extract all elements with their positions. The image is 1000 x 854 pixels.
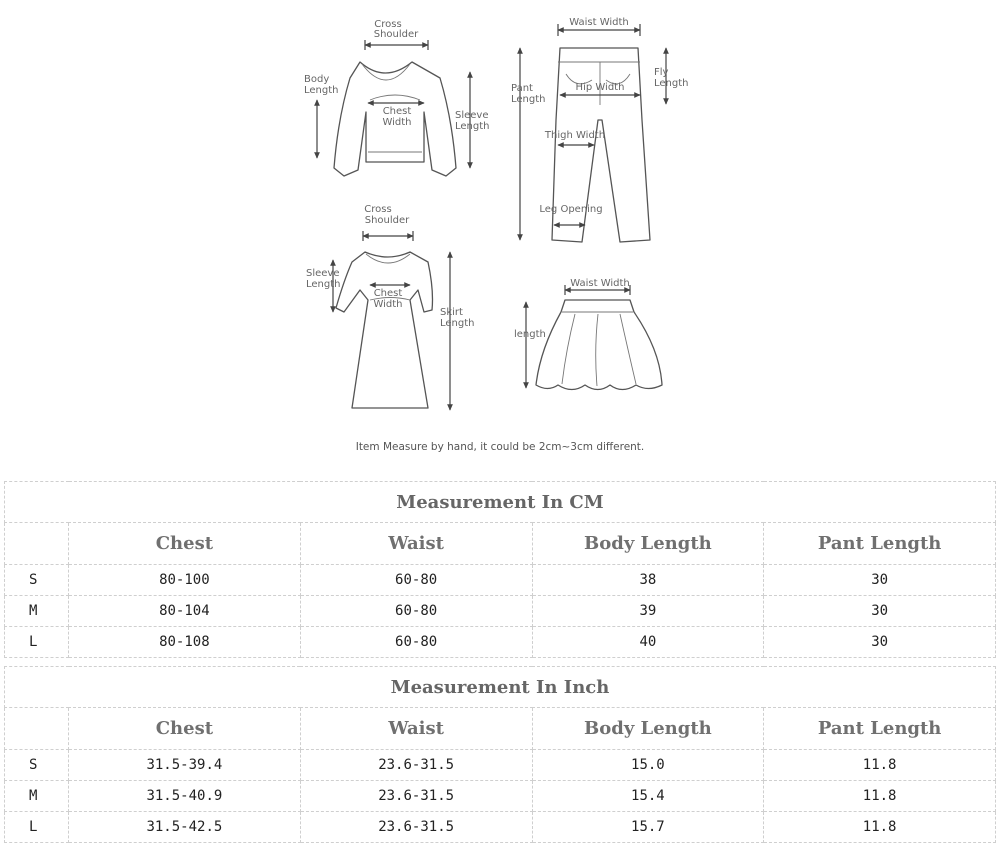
size-table-inch: Measurement In Inch Chest Waist Body Len…: [4, 666, 996, 843]
pants-length-label-2: Length: [511, 94, 546, 105]
body-length-cell: 15.7: [531, 811, 765, 843]
chest-cell: 80-104: [68, 595, 301, 627]
chest-cell: 31.5-39.4: [68, 749, 301, 781]
waist-cell: 60-80: [299, 564, 533, 596]
dress-skirt-length-label-1: Skirt: [440, 307, 463, 318]
sweater-sleeve-length-label-1: Sleeve: [455, 110, 489, 121]
dress-chest-width-label-2: Width: [373, 299, 402, 310]
measure-note: Item Measure by hand, it could be 2cm~3c…: [355, 441, 645, 453]
chest-cell: 80-100: [68, 564, 301, 596]
table-row: M 80-104 60-80 39 30: [4, 595, 996, 627]
header-waist: Waist: [299, 707, 533, 750]
header-size: [4, 522, 69, 565]
body-length-cell: 15.4: [531, 780, 765, 812]
dress-sleeve-length-label-2: Length: [306, 279, 341, 290]
table-title: Measurement In CM: [4, 481, 996, 523]
header-chest: Chest: [68, 707, 301, 750]
sweater-figure: [333, 61, 457, 177]
pants-thigh-width-label: Thigh Width: [544, 130, 605, 141]
pant-length-cell: 30: [763, 626, 996, 658]
table-row: L 80-108 60-80 40 30: [4, 626, 996, 658]
waist-cell: 23.6-31.5: [299, 749, 533, 781]
skirt-length-label: length: [514, 329, 546, 340]
waist-cell: 23.6-31.5: [299, 811, 533, 843]
body-length-cell: 15.0: [531, 749, 765, 781]
size-cell: M: [4, 595, 69, 627]
table-row: M 31.5-40.9 23.6-31.5 15.4 11.8: [4, 780, 996, 812]
header-waist: Waist: [299, 522, 533, 565]
sweater-chest-width-label-2: Width: [382, 117, 411, 128]
pant-length-cell: 11.8: [763, 749, 996, 781]
dress-figure: [335, 251, 434, 409]
body-length-cell: 38: [531, 564, 765, 596]
header-chest: Chest: [68, 522, 301, 565]
pants-fly-length-label-2: Length: [654, 78, 689, 89]
dress-sleeve-length-label-1: Sleeve: [306, 268, 340, 279]
size-cell: S: [4, 749, 69, 781]
size-cell: M: [4, 780, 69, 812]
pants-fly-length-label-1: Fly: [654, 67, 669, 78]
sweater-body-length-label-2: Length: [304, 85, 339, 96]
header-body-length: Body Length: [531, 522, 765, 565]
measurement-diagram: Cross Shoulder Body Length Chest Width S…: [304, 17, 689, 411]
sweater-sleeve-length-label-2: Length: [455, 121, 490, 132]
table-row: L 31.5-42.5 23.6-31.5 15.7 11.8: [4, 811, 996, 843]
header-pant-length: Pant Length: [763, 707, 996, 750]
pant-length-cell: 30: [763, 564, 996, 596]
pant-length-cell: 30: [763, 595, 996, 627]
chest-cell: 80-108: [68, 626, 301, 658]
pants-length-label-1: Pant: [511, 83, 533, 94]
sweater-cross-shoulder-label-2: Shoulder: [374, 29, 419, 40]
waist-cell: 23.6-31.5: [299, 780, 533, 812]
dress-chest-width-label-1: Chest: [374, 288, 403, 299]
size-cell: L: [4, 626, 69, 658]
sweater-cross-shoulder-label-1: Cross: [374, 19, 401, 30]
table-title: Measurement In Inch: [4, 666, 996, 708]
pants-hip-width-label: Hip Width: [576, 82, 625, 93]
header-body-length: Body Length: [531, 707, 765, 750]
header-size: [4, 707, 69, 750]
sweater-chest-width-label-1: Chest: [383, 106, 412, 117]
waist-cell: 60-80: [299, 626, 533, 658]
size-cell: L: [4, 811, 69, 843]
skirt-figure: [535, 299, 663, 391]
pant-length-cell: 11.8: [763, 811, 996, 843]
pants-waist-width-label: Waist Width: [569, 17, 629, 28]
table-row: S 80-100 60-80 38 30: [4, 564, 996, 596]
size-cell: S: [4, 564, 69, 596]
dress-skirt-length-label-2: Length: [440, 318, 475, 329]
dress-cross-shoulder-label-1: Cross: [364, 204, 391, 215]
pant-length-cell: 11.8: [763, 780, 996, 812]
body-length-cell: 39: [531, 595, 765, 627]
body-length-cell: 40: [531, 626, 765, 658]
size-table-cm: Measurement In CM Chest Waist Body Lengt…: [4, 481, 996, 658]
sweater-body-length-label-1: Body: [304, 74, 329, 85]
pants-leg-opening-label: Leg Opening: [539, 204, 602, 215]
table-row: S 31.5-39.4 23.6-31.5 15.0 11.8: [4, 749, 996, 781]
dress-cross-shoulder-label-2: Shoulder: [365, 215, 410, 226]
chest-cell: 31.5-40.9: [68, 780, 301, 812]
header-pant-length: Pant Length: [763, 522, 996, 565]
waist-cell: 60-80: [299, 595, 533, 627]
skirt-waist-width-label: Waist Width: [570, 278, 630, 289]
chest-cell: 31.5-42.5: [68, 811, 301, 843]
